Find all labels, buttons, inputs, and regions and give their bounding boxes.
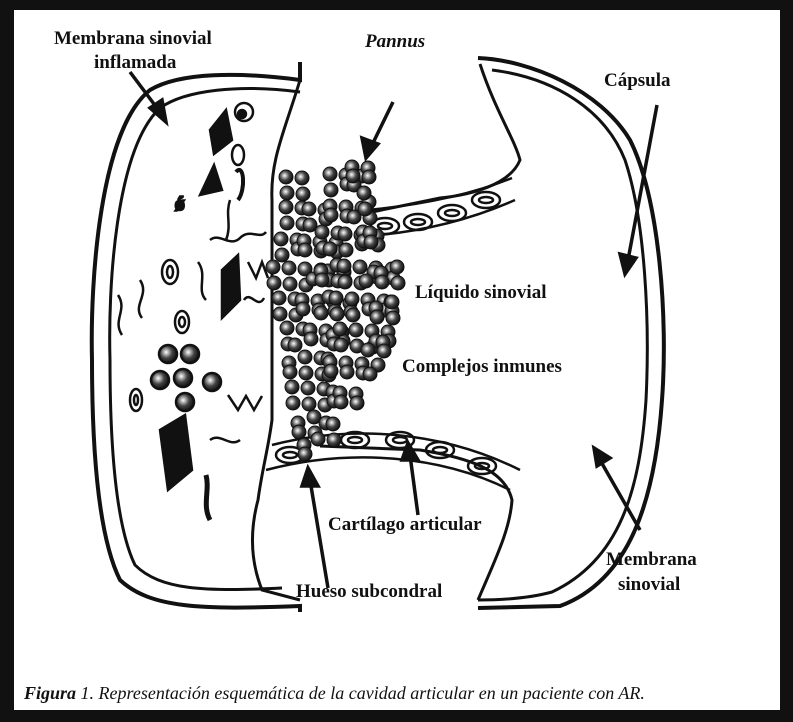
pannus-bead <box>323 242 337 256</box>
pannus-bead <box>298 243 312 257</box>
svg-text:ǿ: ǿ <box>175 194 185 215</box>
caption-text: Representación esquemática de la cavidad… <box>94 683 645 703</box>
caption-number: 1. <box>76 683 94 703</box>
pannus-bead <box>370 310 384 324</box>
pannus-bead <box>338 275 352 289</box>
pannus-bead <box>337 259 351 273</box>
label-subchondral-bone: Hueso subcondral <box>296 581 442 602</box>
pannus-bead <box>350 396 364 410</box>
pannus-bead <box>314 306 328 320</box>
pannus-bead <box>295 171 309 185</box>
pannus-bead <box>364 235 378 249</box>
pannus-bead <box>283 277 297 291</box>
pannus-bead <box>302 397 316 411</box>
pannus-bead <box>296 302 310 316</box>
pannus-bead <box>391 276 405 290</box>
label-synovial-membrane-1: Membrana <box>606 549 697 570</box>
pannus-bead <box>272 291 286 305</box>
pannus-bead <box>292 425 306 439</box>
pannus-bead <box>333 322 347 336</box>
pannus-bead <box>386 311 400 325</box>
pannus-bead <box>304 332 318 346</box>
label-synovial-fluid: Líquido sinovial <box>415 282 546 303</box>
pannus-bead <box>286 396 300 410</box>
pannus-bead <box>327 433 341 447</box>
pannus-bead <box>375 275 389 289</box>
pannus-bead <box>338 227 352 241</box>
pannus-bead <box>299 366 313 380</box>
pannus-bead <box>361 343 375 357</box>
pannus-bead <box>329 291 343 305</box>
pannus-bead <box>340 365 354 379</box>
pannus-bead <box>298 447 312 461</box>
pannus-bead <box>274 232 288 246</box>
pannus-bead <box>266 260 280 274</box>
label-inflamed-membrane-2: inflamada <box>94 52 177 73</box>
pannus-bead <box>273 307 287 321</box>
synovial-membrane-right <box>478 70 647 600</box>
pannus-cluster <box>266 160 405 461</box>
pannus-bead <box>324 208 338 222</box>
pannus-bead <box>282 261 296 275</box>
label-capsule: Cápsula <box>604 70 671 91</box>
pannus-bead <box>280 186 294 200</box>
pannus-bead <box>358 202 372 216</box>
pannus-bead <box>324 364 338 378</box>
pannus-bead <box>326 417 340 431</box>
label-pannus: Pannus <box>364 31 425 52</box>
pannus-bead <box>301 381 315 395</box>
pannus-bead <box>280 321 294 335</box>
pannus-bead <box>279 170 293 184</box>
pannus-bead <box>267 276 281 290</box>
label-articular-cartilage: Cartílago articular <box>328 514 482 535</box>
pannus-bead <box>363 367 377 381</box>
pannus-bead <box>353 260 367 274</box>
pannus-bead <box>330 307 344 321</box>
label-inflamed-membrane-1: Membrana sinovial <box>54 28 212 49</box>
caption-prefix: Figura <box>24 683 76 703</box>
pannus-bead <box>311 432 325 446</box>
pannus-bead <box>334 395 348 409</box>
pannus-bead <box>279 200 293 214</box>
pannus-bead <box>302 202 316 216</box>
pannus-bead <box>346 169 360 183</box>
pannus-bead <box>315 225 329 239</box>
label-synovial-membrane-2: sinovial <box>618 574 680 595</box>
capsule-inner <box>372 64 520 212</box>
pannus-bead <box>283 365 297 379</box>
pannus-bead <box>285 380 299 394</box>
pannus-bead <box>323 167 337 181</box>
pannus-bead <box>359 274 373 288</box>
pannus-bead <box>357 186 371 200</box>
inflammatory-cells: ǿ <box>118 103 268 520</box>
pannus-bead <box>296 187 310 201</box>
pannus-bead <box>377 344 391 358</box>
pannus-bead <box>275 248 289 262</box>
pannus-bead <box>349 323 363 337</box>
pannus-bead <box>288 338 302 352</box>
upper-cartilage <box>368 178 515 236</box>
pannus-bead <box>390 260 404 274</box>
pannus-bead <box>346 308 360 322</box>
pannus-bead <box>339 243 353 257</box>
pannus-bead <box>385 295 399 309</box>
pannus-bead <box>324 183 338 197</box>
label-immune-complexes: Complejos inmunes <box>402 356 562 377</box>
pannus-bead <box>315 273 329 287</box>
pannus-bead <box>298 350 312 364</box>
pannus-bead <box>345 292 359 306</box>
pannus-bead <box>334 338 348 352</box>
figure-caption: Figura 1. Representación esquemática de … <box>24 683 784 713</box>
pannus-bead <box>362 170 376 184</box>
pannus-bead <box>280 216 294 230</box>
